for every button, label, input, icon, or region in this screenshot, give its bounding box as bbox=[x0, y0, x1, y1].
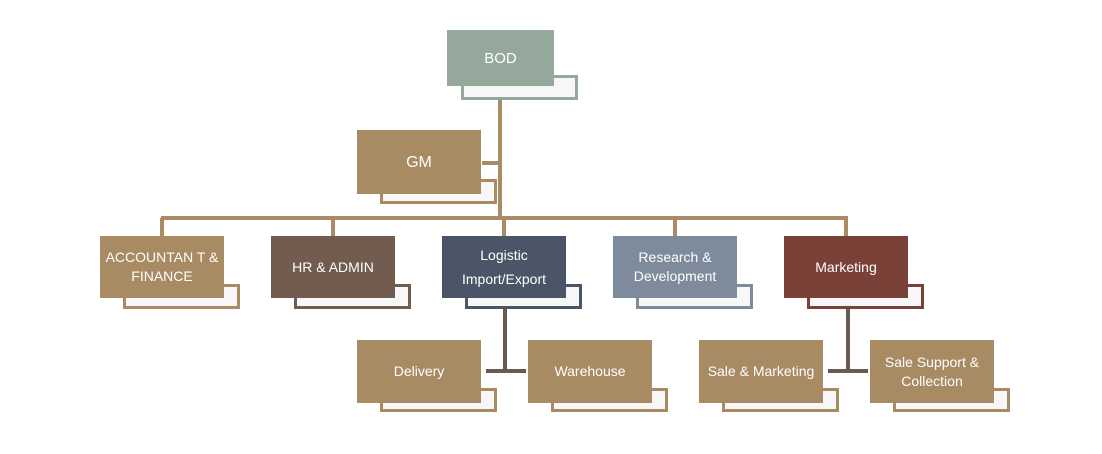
node-sale-support-collection-label: Sale Support & Collection bbox=[884, 353, 980, 389]
node-research-development-box: Research & Development bbox=[613, 236, 737, 298]
node-sale-support-collection-box: Sale Support & Collection bbox=[870, 340, 994, 403]
node-warehouse-box: Warehouse bbox=[528, 340, 652, 403]
node-logistic-label: Logistic Import/Export bbox=[461, 247, 547, 287]
node-sale-marketing-box: Sale & Marketing bbox=[699, 340, 823, 403]
node-bod-label: BOD bbox=[484, 49, 517, 67]
node-accountant-finance-label: ACCOUNTAN T & FINANCE bbox=[105, 249, 219, 284]
node-marketing-label: Marketing bbox=[815, 258, 877, 275]
node-warehouse-label: Warehouse bbox=[554, 363, 626, 379]
node-hr-admin-box: HR & ADMIN bbox=[271, 236, 395, 298]
node-accountant-finance-box: ACCOUNTAN T & FINANCE bbox=[100, 236, 224, 298]
node-delivery-label: Delivery bbox=[393, 363, 445, 379]
node-gm-label: GM bbox=[406, 153, 432, 171]
node-delivery-box: Delivery bbox=[357, 340, 481, 403]
node-sale-marketing-label: Sale & Marketing bbox=[707, 363, 815, 379]
node-bod-box: BOD bbox=[447, 30, 554, 86]
node-logistic-box: Logistic Import/Export bbox=[442, 236, 566, 298]
node-gm-box: GM bbox=[357, 130, 481, 194]
node-marketing-box: Marketing bbox=[784, 236, 908, 298]
node-hr-admin-label: HR & ADMIN bbox=[292, 258, 374, 275]
node-research-development-label: Research & Development bbox=[633, 249, 717, 284]
